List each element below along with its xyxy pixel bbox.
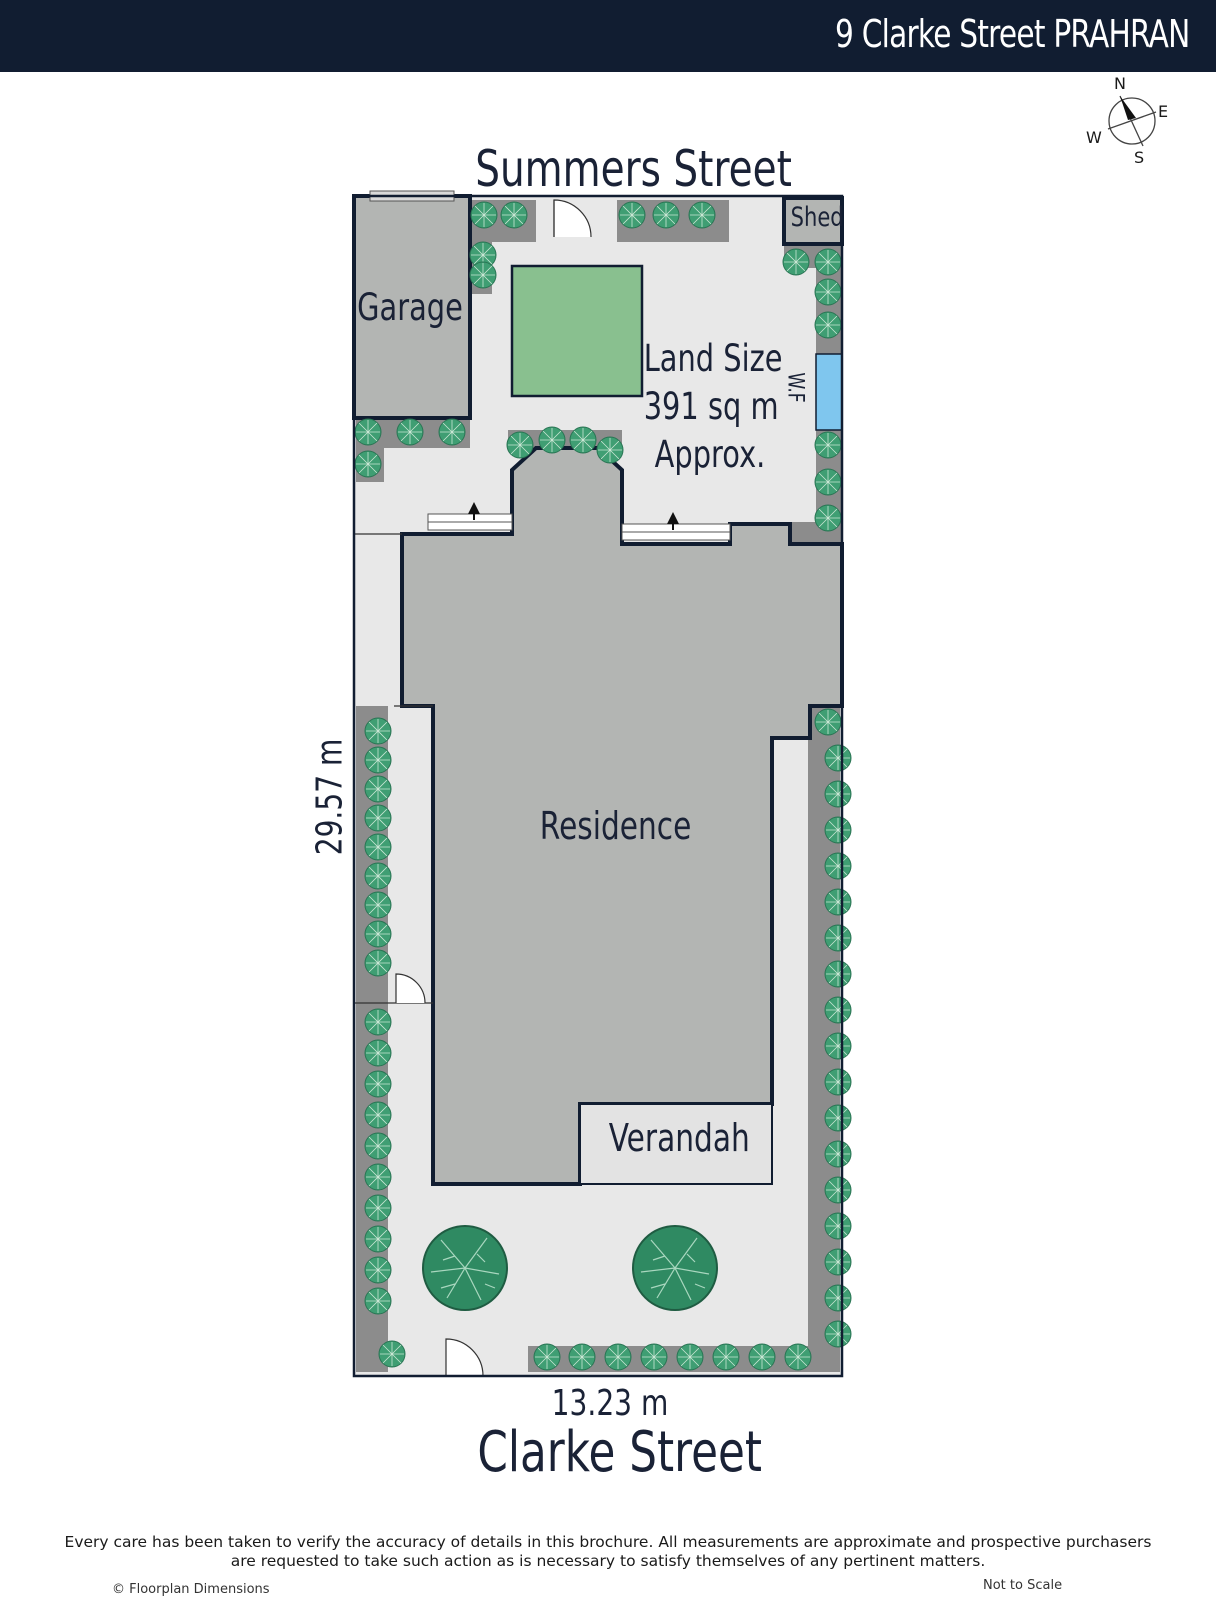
copyright: © Floorplan Dimensions: [112, 1582, 270, 1597]
tree: [422, 1225, 508, 1311]
site-boundary: [352, 194, 844, 1378]
compass-west: W: [1086, 128, 1102, 147]
lawn: [510, 264, 644, 398]
compass-south: S: [1134, 148, 1145, 167]
header-bar: 9 Clarke Street PRAHRAN: [0, 0, 1216, 72]
compass-north: N: [1114, 74, 1126, 93]
land-size-label: Land Size 391 sq m Approx.: [643, 335, 783, 479]
entry-arrow-icon: [667, 512, 679, 524]
land-size-line3: Approx.: [654, 433, 766, 476]
street-name-bottom: Clarke Street: [477, 1420, 762, 1485]
compass-east: E: [1158, 102, 1169, 121]
verandah-label: Verandah: [608, 1116, 750, 1160]
tree: [632, 1225, 718, 1311]
water-feature: [815, 353, 843, 431]
disclaimer-line2: are requested to take such action as is …: [230, 1552, 986, 1570]
scale-note: Not to Scale: [983, 1578, 1063, 1593]
water-feature-label: W.F: [782, 372, 808, 403]
residence-label: Residence: [539, 804, 692, 848]
disclaimer-line1: Every care has been taken to verify the …: [64, 1533, 1152, 1551]
compass-icon: [1107, 95, 1157, 147]
disclaimer: Every care has been taken to verify the …: [40, 1533, 1176, 1571]
property-address: 9 Clarke Street PRAHRAN: [835, 12, 1190, 56]
shed-label: Shed: [790, 202, 844, 233]
verandah: [579, 1103, 773, 1185]
land-size-line1: Land Size: [643, 337, 783, 380]
gates: [395, 199, 592, 1377]
garage-label: Garage: [357, 286, 463, 329]
entry-arrow-icon: [468, 502, 480, 514]
land-size-line2: 391 sq m: [643, 385, 779, 428]
depth-dimension: 29.57 m: [309, 738, 351, 856]
compass-rose: N E S W: [1086, 74, 1208, 176]
width-dimension: 13.23 m: [551, 1383, 669, 1424]
shed: [782, 196, 844, 246]
street-name-top: Summers Street: [475, 140, 792, 198]
